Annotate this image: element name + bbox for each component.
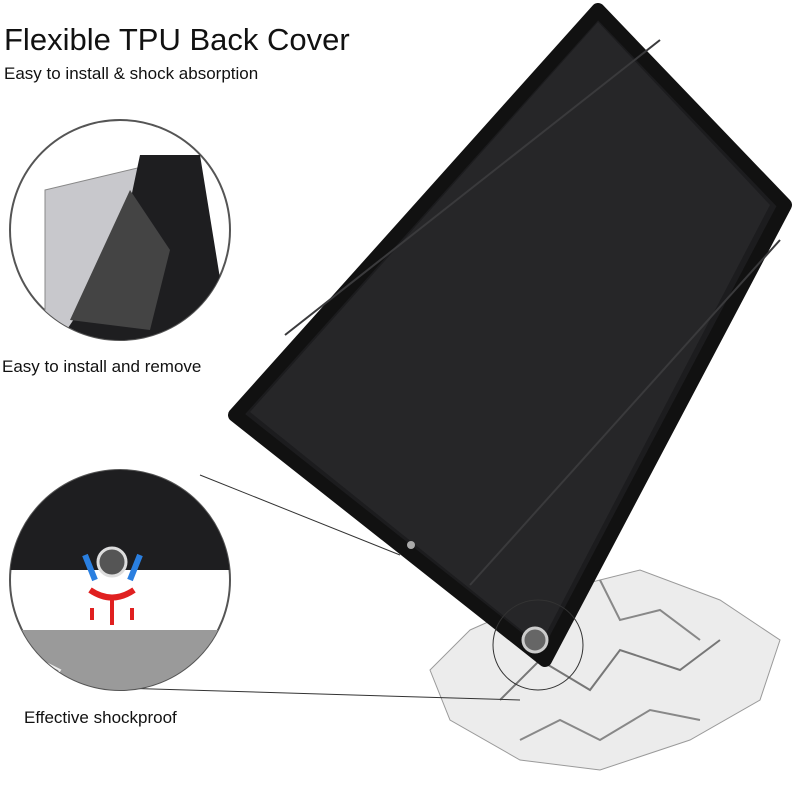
page-title: Flexible TPU Back Cover	[4, 22, 350, 57]
camera-icon	[521, 626, 549, 654]
tablet-case-image	[228, 3, 792, 667]
feature-caption-shockproof: Effective shockproof	[24, 708, 177, 727]
feature-caption-install: Easy to install and remove	[2, 357, 202, 376]
feature-circle-shockproof	[9, 469, 231, 691]
feature-circle-install	[9, 119, 231, 341]
subtitle: Easy to install & shock absorption	[4, 64, 259, 83]
